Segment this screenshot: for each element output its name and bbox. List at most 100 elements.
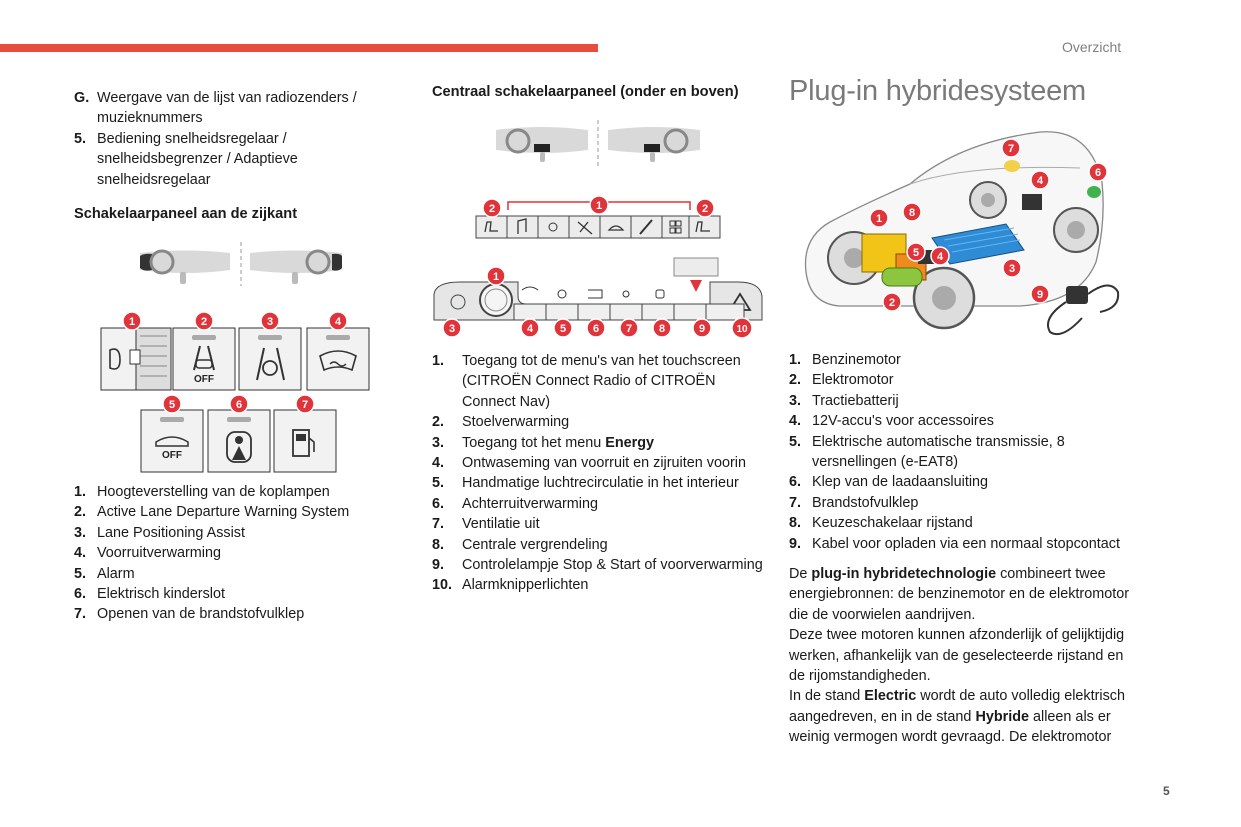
alarm-icon bbox=[140, 409, 204, 473]
svg-text:7: 7 bbox=[302, 399, 308, 411]
list-item: 5. Handmatige luchtrecirculatie in het in… bbox=[432, 473, 772, 493]
upper-button-strip bbox=[475, 215, 721, 239]
badge: 2 bbox=[695, 198, 715, 218]
list-item: 2.Active Lane Departure Warning System bbox=[74, 502, 384, 522]
col3-items-list: 1.Benzinemotor 2.Elektromotor 3.Tractieb… bbox=[789, 350, 1134, 554]
item-number: 5. bbox=[432, 475, 445, 492]
badge: 3 bbox=[442, 318, 462, 338]
svg-text:1: 1 bbox=[596, 200, 602, 212]
badge: 5 bbox=[906, 242, 926, 262]
list-item: 6.Achterruitverwarming bbox=[432, 494, 772, 514]
off-label: OFF bbox=[162, 450, 182, 461]
steering-right-icon bbox=[250, 249, 342, 284]
windscreen-heating-icon bbox=[306, 327, 370, 391]
svg-text:1: 1 bbox=[876, 213, 882, 225]
badge: 6 bbox=[229, 394, 249, 414]
badge: 6 bbox=[586, 318, 606, 338]
item-number: 2. bbox=[74, 504, 87, 521]
child-lock-icon bbox=[207, 409, 271, 473]
badge: 3 bbox=[260, 311, 280, 331]
text-run: alleen als er weinig vermogen wordt gevr… bbox=[789, 708, 1112, 746]
badge: 4 bbox=[930, 246, 950, 266]
paragraph: Deze twee motoren kunnen afzonderlijk of… bbox=[789, 627, 1125, 685]
svg-text:4: 4 bbox=[937, 251, 944, 263]
item-text: Ontwaseming van voorruit en zijruiten vo… bbox=[462, 455, 746, 472]
item-text-bold: Energy bbox=[605, 434, 655, 451]
svg-text:8: 8 bbox=[659, 323, 665, 335]
text-run: combineert twee energiebronnen: de benzi… bbox=[789, 566, 1129, 623]
list-item: 1. Benzinemotor bbox=[789, 350, 1134, 370]
item-number: 8. bbox=[432, 536, 445, 553]
svg-text:7: 7 bbox=[1008, 143, 1014, 155]
text-run: wordt de auto volledig elektrisch aanged… bbox=[789, 688, 1125, 725]
item-text: Stoelverwarming bbox=[462, 414, 570, 431]
item-number: 8. bbox=[789, 515, 802, 532]
svg-text:2: 2 bbox=[889, 297, 895, 309]
list-item: G. Weergave van de lijst van radiozenders… bbox=[74, 88, 374, 129]
item-number: 10. bbox=[432, 577, 453, 594]
svg-text:3: 3 bbox=[1009, 263, 1015, 275]
svg-text:1: 1 bbox=[129, 316, 135, 328]
badge: 8 bbox=[902, 202, 922, 222]
svg-text:3: 3 bbox=[267, 316, 273, 328]
badge: 2 bbox=[194, 311, 214, 331]
lane-positioning-icon bbox=[238, 327, 302, 391]
badge: 8 bbox=[652, 318, 672, 338]
badge: 9 bbox=[692, 318, 712, 338]
badge: 9 bbox=[1030, 284, 1050, 304]
steering-left-icon bbox=[140, 249, 230, 284]
list-item: 9.Controlelampje Stop & Start of voorver… bbox=[432, 555, 772, 575]
paragraph: De plug-in hybridetechnologie combineert… bbox=[789, 564, 1134, 625]
list-item: 7.Brandstofvulklep bbox=[789, 493, 1134, 513]
list-item: 3.Toegang tot het menu Energy bbox=[432, 433, 772, 453]
steering-right-icon bbox=[608, 127, 700, 162]
svg-text:5: 5 bbox=[560, 323, 566, 335]
badge: 2 bbox=[882, 292, 902, 312]
side-panel-heading: Schakelaarpaneel aan de zijkant bbox=[74, 206, 298, 222]
svg-text:7: 7 bbox=[626, 323, 632, 335]
item-text: Bediening snelheidsregelaar / snelheidsb… bbox=[97, 130, 298, 188]
text-run-bold: Electric bbox=[864, 688, 917, 705]
steering-left-icon bbox=[496, 127, 588, 162]
item-number: G. bbox=[74, 90, 90, 106]
item-number: 1. bbox=[789, 352, 802, 368]
charging-cable bbox=[1047, 284, 1120, 336]
page-title: Plug-in hybridesysteem bbox=[789, 75, 1087, 107]
list-item: 5. Bediening snelheidsregelaar / snelheid… bbox=[74, 129, 374, 190]
wheel-icon bbox=[827, 181, 1099, 330]
page-number: 5 bbox=[1163, 784, 1170, 798]
item-text: Keuzeschakelaar rijstand bbox=[812, 515, 973, 532]
badge: 5 bbox=[162, 394, 182, 414]
item-number: 6. bbox=[789, 474, 802, 491]
item-text: 12V-accu's voor accessoires bbox=[812, 413, 994, 430]
badge: 1 bbox=[122, 311, 142, 331]
item-text: Handmatige luchtrecirculatie in het inte… bbox=[462, 475, 739, 492]
item-number: 5. bbox=[74, 130, 87, 147]
list-item: 4.12V-accu's voor accessoires bbox=[789, 411, 1134, 431]
badge: 7 bbox=[1001, 138, 1021, 158]
item-number: 9. bbox=[789, 535, 802, 552]
lower-panel bbox=[433, 257, 763, 321]
badge: 4 bbox=[1030, 170, 1050, 190]
badge: 10 bbox=[731, 317, 753, 339]
list-item: 4.Voorruitverwarming bbox=[74, 543, 384, 563]
badge: 5 bbox=[553, 318, 573, 338]
item-text: Weergave van de lijst van radiozenders /… bbox=[97, 90, 357, 127]
svg-text:2: 2 bbox=[201, 316, 207, 328]
col2-items-list: 1.Toegang tot de menu's van het touchscr… bbox=[432, 351, 772, 596]
svg-text:2: 2 bbox=[702, 203, 708, 215]
svg-text:5: 5 bbox=[913, 247, 919, 259]
item-text: Kabel voor opladen via een normaal stopc… bbox=[812, 535, 1121, 552]
item-text: Hoogteverstelling van de koplampen bbox=[97, 484, 330, 500]
item-number: 9. bbox=[432, 557, 445, 574]
list-item: 1.Toegang tot de menu's van het touchscr… bbox=[432, 351, 772, 412]
list-item: 7.Openen van de brandstofvulklep bbox=[74, 604, 384, 624]
svg-text:5: 5 bbox=[169, 399, 175, 411]
charge-flap bbox=[1087, 186, 1101, 198]
item-text: Benzinemotor bbox=[812, 352, 901, 368]
item-number: 7. bbox=[432, 516, 445, 533]
item-number: 6. bbox=[432, 495, 445, 512]
list-item: 7.Ventilatie uit bbox=[432, 514, 772, 534]
hybrid-description: De plug-in hybridetechnologie combineert… bbox=[789, 564, 1134, 748]
list-item: 6.Elektrisch kinderslot bbox=[74, 584, 384, 604]
